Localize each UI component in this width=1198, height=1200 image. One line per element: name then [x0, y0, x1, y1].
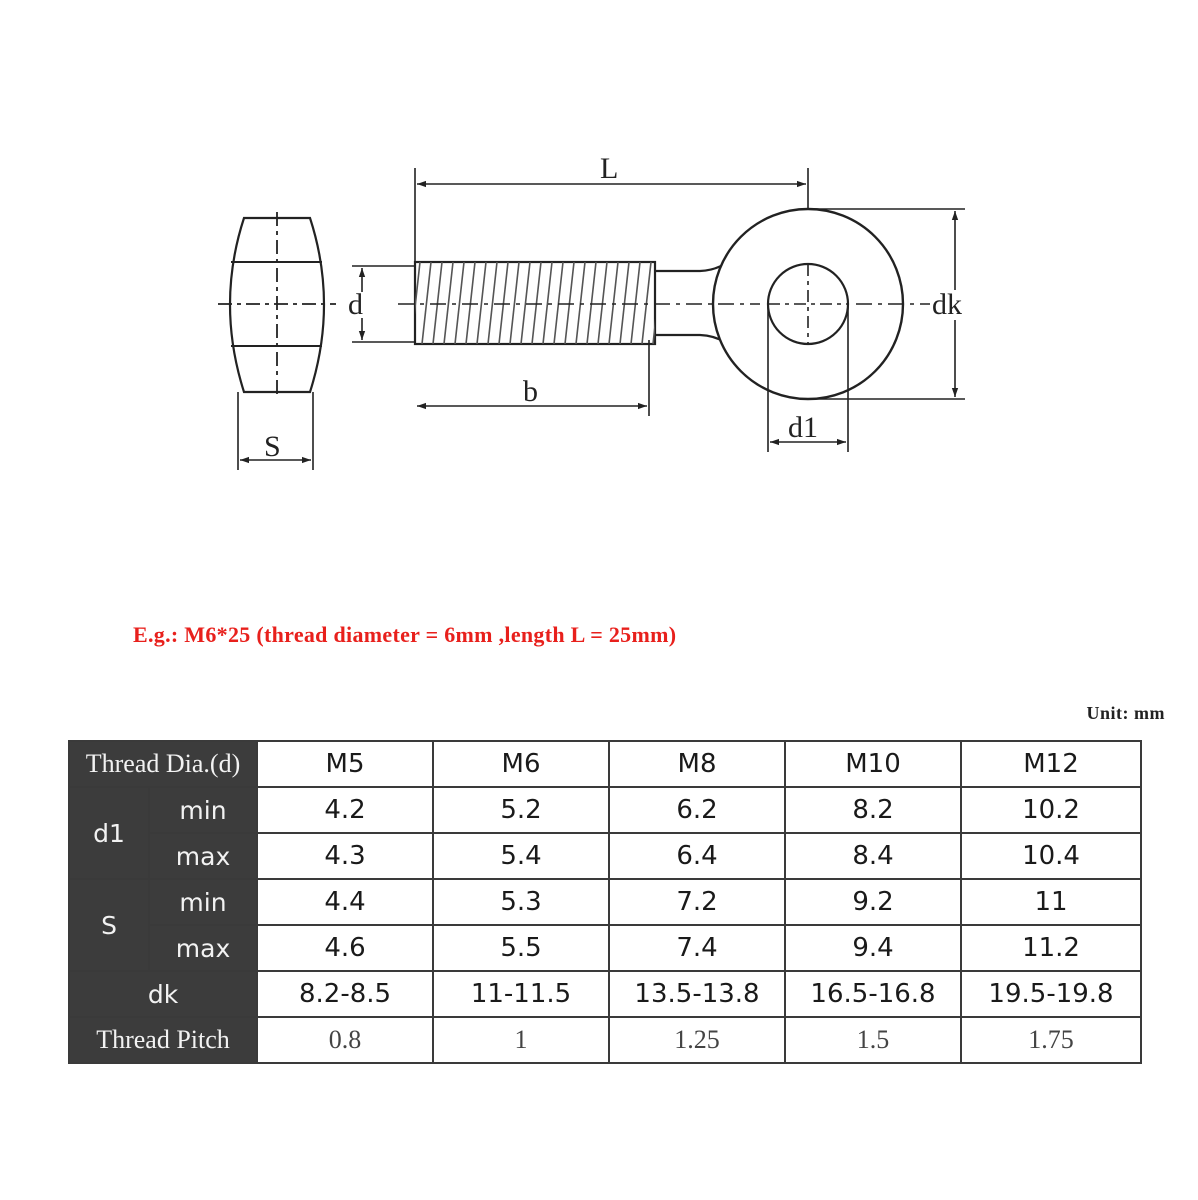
- s-row-header: S: [68, 878, 150, 972]
- thread-line: [608, 262, 619, 344]
- thread-line: [421, 262, 432, 344]
- table-cell: 4.4: [256, 878, 435, 926]
- table-cell: 1.5: [784, 1016, 963, 1064]
- thread-line: [465, 262, 476, 344]
- thread-line: [520, 262, 531, 344]
- thread-line: [597, 262, 608, 344]
- thread-line: [443, 262, 454, 344]
- s-label: S: [264, 430, 281, 463]
- table-cell: 10.2: [960, 786, 1143, 834]
- thread-dia-header: Thread Dia.(d): [67, 740, 259, 788]
- table-cell: 1.75: [960, 1016, 1143, 1064]
- size-header: M10: [784, 740, 963, 788]
- thread-line: [652, 318, 655, 344]
- d1-row-header: d1: [68, 786, 150, 880]
- table-cell: 1: [432, 1016, 611, 1064]
- table-cell: 7.2: [608, 878, 787, 926]
- table-row-thread-dia: Thread Dia.(d) M5 M6 M8 M10 M12: [67, 740, 1143, 788]
- d-label: d: [348, 288, 363, 321]
- dk-label-background: [930, 290, 978, 320]
- table-cell: 5.2: [432, 786, 611, 834]
- dk-row-header: dk: [67, 970, 259, 1018]
- table-cell: 19.5-19.8: [960, 970, 1143, 1018]
- max-label: max: [147, 832, 259, 880]
- l-label: L: [600, 152, 618, 185]
- table-cell: 5.5: [432, 924, 611, 972]
- table-cell: 11: [960, 878, 1143, 926]
- thread-lines: [415, 262, 655, 344]
- thread-line: [454, 262, 465, 344]
- table-cell: 0.8: [256, 1016, 435, 1064]
- unit-label: Unit: mm: [1086, 703, 1165, 723]
- table-cell: 11-11.5: [432, 970, 611, 1018]
- thread-line: [586, 262, 597, 344]
- b-label: b: [523, 375, 538, 408]
- thread-line: [575, 262, 586, 344]
- table-cell: 7.4: [608, 924, 787, 972]
- example-note: E.g.: M6*25 (thread diameter = 6mm ,leng…: [133, 622, 677, 647]
- table-row-d1-max: max 4.3 5.4 6.4 8.4 10.4: [69, 832, 1143, 880]
- d1-label: d1: [788, 411, 818, 444]
- table-cell: 8.4: [784, 832, 963, 880]
- table-cell: 6.2: [608, 786, 787, 834]
- max-label: max: [147, 924, 259, 972]
- size-header: M6: [432, 740, 611, 788]
- thread-line: [476, 262, 487, 344]
- table-row-s-max: max 4.6 5.5 7.4 9.4 11.2: [69, 924, 1143, 972]
- table-cell: 4.2: [256, 786, 435, 834]
- d-label-background: [346, 292, 378, 318]
- table-row-s-min: S min 4.4 5.3 7.2 9.2 11: [68, 878, 1143, 972]
- thread-line: [630, 262, 641, 344]
- thread-line: [553, 262, 564, 344]
- eye-bolt-technical-drawing: S L d b dk: [218, 152, 978, 470]
- table-cell: 9.2: [784, 878, 963, 926]
- size-header: M5: [256, 740, 435, 788]
- table-cell: 8.2: [784, 786, 963, 834]
- min-label: min: [147, 878, 259, 926]
- size-header: M12: [960, 740, 1143, 788]
- dk-label: dk: [932, 288, 962, 321]
- table-cell: 10.4: [960, 832, 1143, 880]
- thread-line: [487, 262, 498, 344]
- table-cell: 16.5-16.8: [784, 970, 963, 1018]
- table-cell: 5.3: [432, 878, 611, 926]
- table-cell: 4.3: [256, 832, 435, 880]
- thread-line: [619, 262, 630, 344]
- thread-pitch-header: Thread Pitch: [67, 1016, 259, 1064]
- thread-line: [415, 262, 421, 315]
- thread-line: [564, 262, 575, 344]
- thread-line: [432, 262, 443, 344]
- table-cell: 4.6: [256, 924, 435, 972]
- spec-table: Thread Dia.(d) M5 M6 M8 M10 M12 d1 min 4…: [67, 740, 1143, 1064]
- table-cell: 6.4: [608, 832, 787, 880]
- table-row-thread-pitch: Thread Pitch 0.8 1 1.25 1.5 1.75: [67, 1016, 1143, 1064]
- thread-line: [641, 262, 652, 344]
- thread-line: [542, 262, 553, 344]
- table-row-d1-min: d1 min 4.2 5.2 6.2 8.2 10.2: [68, 786, 1143, 880]
- thread-line: [498, 262, 509, 344]
- side-view: [218, 212, 336, 470]
- table-row-dk: dk 8.2-8.5 11-11.5 13.5-13.8 16.5-16.8 1…: [67, 970, 1143, 1018]
- thread-line: [509, 262, 520, 344]
- table-cell: 5.4: [432, 832, 611, 880]
- table-cell: 9.4: [784, 924, 963, 972]
- side-view-outline: [228, 216, 326, 394]
- min-label: min: [147, 786, 259, 834]
- table-cell: 11.2: [960, 924, 1143, 972]
- thread-line: [531, 262, 542, 344]
- table-cell: 13.5-13.8: [608, 970, 787, 1018]
- bolt-front-view: [352, 168, 965, 452]
- table-cell: 8.2-8.5: [256, 970, 435, 1018]
- size-header: M8: [608, 740, 787, 788]
- table-cell: 1.25: [608, 1016, 787, 1064]
